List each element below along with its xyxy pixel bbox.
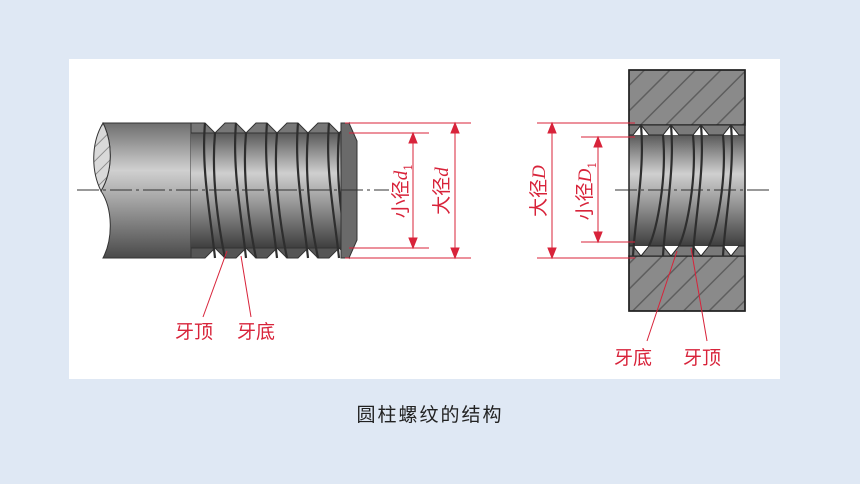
nut-top-teeth: [628, 124, 746, 136]
bolt-crest-label: 牙顶: [175, 321, 214, 343]
bolt-top-teeth: [190, 121, 350, 134]
diagram-panel: 小径d1 大径d 大径D 小径D1 牙顶 牙底 牙底 牙顶: [69, 59, 780, 379]
bolt-dimension-lines: [202, 121, 471, 318]
nut-root-label: 牙底: [614, 347, 653, 369]
external-thread: [77, 121, 389, 260]
bolt-helix-lines: [202, 122, 351, 259]
bolt-major-diameter-label: 大径d: [431, 167, 453, 215]
nut-helix-lines: [631, 124, 734, 257]
bolt-break-section: [93, 121, 111, 193]
bolt-root-label: 牙底: [237, 321, 276, 343]
nut-body-bottom: [628, 255, 746, 312]
nut-body-top: [628, 69, 746, 126]
nut-crest-label: 牙顶: [683, 347, 722, 369]
diagram-caption: 圆柱螺纹的结构: [356, 404, 504, 426]
nut-minor-diameter-label: 小径D1: [574, 161, 599, 221]
nut-bottom-teeth: [628, 245, 746, 257]
thread-diagram-svg: [77, 69, 769, 342]
nut-major-diameter-label: 大径D: [528, 165, 550, 217]
nut-dimension-lines: [537, 121, 708, 342]
internal-thread: [615, 69, 769, 312]
bolt-minor-diameter-label: 小径d1: [390, 163, 415, 219]
